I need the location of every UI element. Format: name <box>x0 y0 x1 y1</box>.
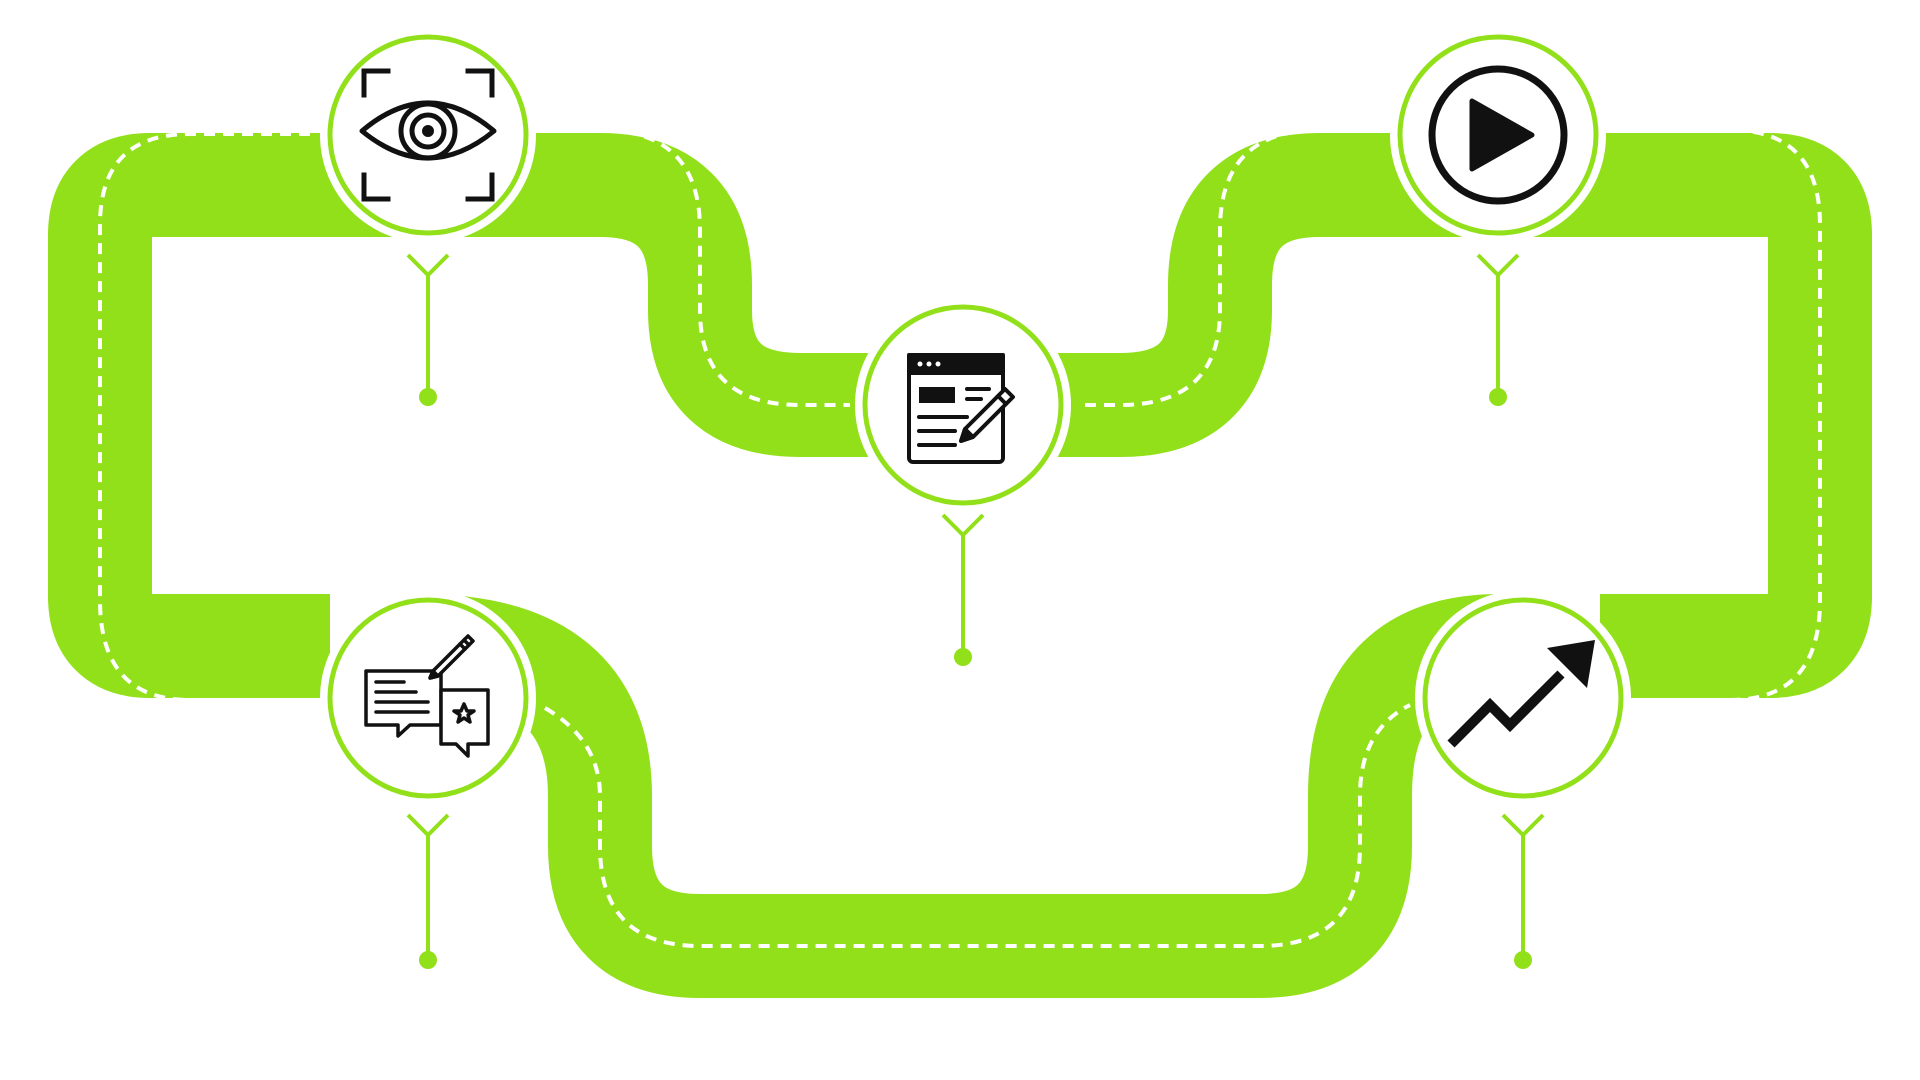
trend-up-arrow-icon <box>1447 640 1595 748</box>
pin-step-4 <box>1501 813 1545 969</box>
node-step-1 <box>320 27 536 243</box>
pin-step-1 <box>406 253 450 406</box>
eye-scan-icon <box>359 68 497 202</box>
pin-step-5 <box>406 813 450 969</box>
review-feedback-icon <box>364 634 490 758</box>
pin-step-3 <box>1476 253 1520 406</box>
connector-pins <box>406 253 1545 969</box>
node-step-2 <box>855 297 1071 513</box>
node-step-4 <box>1415 590 1631 806</box>
road-upper-left-cap <box>48 592 330 698</box>
web-document-edit-icon <box>907 353 1015 464</box>
road <box>48 128 1872 998</box>
road-lower-loop <box>419 594 1502 998</box>
play-button-icon <box>1428 65 1568 205</box>
road-center-dashes <box>98 128 1822 948</box>
pin-step-2 <box>941 513 985 666</box>
node-step-3 <box>1390 27 1606 243</box>
node-step-5 <box>320 590 536 806</box>
